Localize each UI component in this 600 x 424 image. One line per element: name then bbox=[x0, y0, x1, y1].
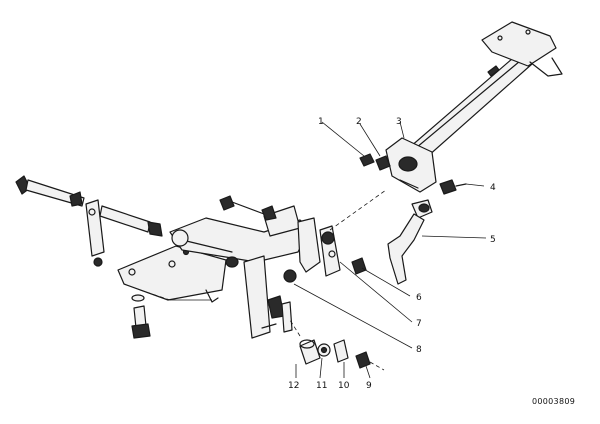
callouts: 1 2 3 4 5 6 7 8 9 10 11 12 bbox=[288, 117, 496, 391]
leader-lines bbox=[170, 121, 487, 379]
lever-5 bbox=[387, 199, 433, 285]
washer-11 bbox=[317, 343, 331, 357]
callout-9: 9 bbox=[366, 381, 372, 391]
bolt-stack-right bbox=[267, 295, 293, 333]
callout-5: 5 bbox=[490, 235, 496, 245]
callout-4: 4 bbox=[490, 183, 496, 193]
bushing-12 bbox=[299, 339, 321, 365]
down-bracket bbox=[243, 255, 297, 339]
screw-1 bbox=[359, 153, 375, 167]
nut-9 bbox=[355, 351, 371, 369]
switch-housing bbox=[385, 137, 437, 193]
callout-6: 6 bbox=[416, 293, 422, 303]
callout-12: 12 bbox=[288, 381, 299, 391]
bolt-middle bbox=[219, 195, 277, 221]
assembly-lines bbox=[139, 189, 387, 371]
nut-6 bbox=[351, 257, 367, 275]
bolt-stack-left bbox=[131, 294, 151, 339]
callout-8: 8 bbox=[416, 345, 422, 355]
left-arm bbox=[85, 199, 105, 267]
long-bolt-left bbox=[15, 175, 85, 207]
nut-near-tube bbox=[321, 231, 335, 245]
callout-7: 7 bbox=[416, 319, 422, 329]
catalog-number: 00003809 bbox=[532, 397, 575, 406]
screw-4 bbox=[439, 179, 467, 195]
callout-11: 11 bbox=[316, 381, 327, 391]
nut-2 bbox=[375, 155, 391, 171]
callout-3: 3 bbox=[396, 117, 402, 127]
upper-mount-bracket bbox=[481, 21, 563, 77]
callout-1: 1 bbox=[318, 117, 324, 127]
spacer-tube bbox=[99, 205, 163, 237]
callout-2: 2 bbox=[356, 117, 362, 127]
callout-10: 10 bbox=[338, 381, 350, 391]
clip-10 bbox=[333, 339, 349, 363]
bottom-plate bbox=[117, 245, 227, 303]
